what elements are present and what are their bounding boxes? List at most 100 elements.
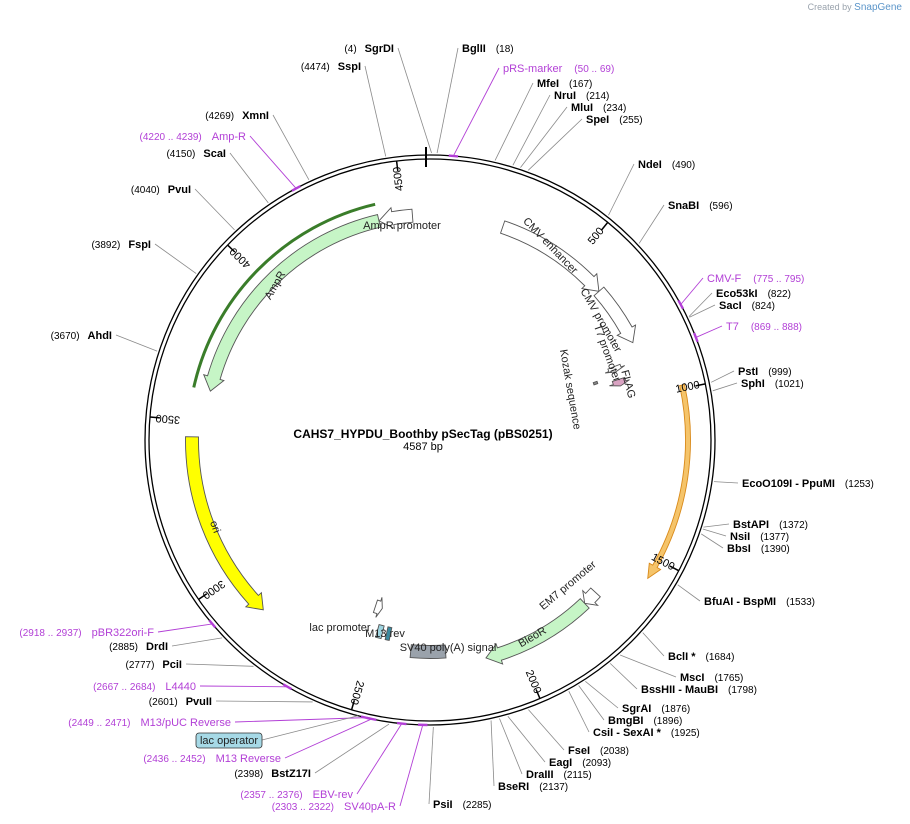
site-name[interactable]: SgrAI xyxy=(622,703,651,715)
restriction-site[interactable]: EcoO109I - PpuMI(1253) xyxy=(742,478,874,490)
feature-shape[interactable] xyxy=(384,626,393,641)
site-name[interactable]: SspI xyxy=(338,61,361,73)
restriction-site[interactable]: NsiI(1377) xyxy=(730,531,789,543)
site-name[interactable]: EagI xyxy=(549,757,572,769)
primer-name[interactable]: M13 Reverse xyxy=(216,753,281,765)
restriction-site[interactable]: PstI(999) xyxy=(738,366,792,378)
restriction-site[interactable]: PsiI(2285) xyxy=(433,799,491,811)
restriction-site[interactable]: DraIII(2115) xyxy=(526,769,592,781)
restriction-site[interactable]: BglII(18) xyxy=(462,43,514,55)
restriction-site[interactable]: BstAPI(1372) xyxy=(733,519,808,531)
site-name[interactable]: PvuI xyxy=(168,184,191,196)
feature-shape[interactable] xyxy=(485,598,590,665)
site-name[interactable]: PvuII xyxy=(186,696,212,708)
site-name[interactable]: MscI xyxy=(680,672,704,684)
restriction-site[interactable]: XmnI(4269) xyxy=(205,110,269,122)
restriction-site[interactable]: FseI(2038) xyxy=(568,745,629,757)
primer[interactable]: M13 Reverse(2436 .. 2452) xyxy=(143,753,281,765)
site-name[interactable]: PstI xyxy=(738,366,758,378)
feature-shape[interactable] xyxy=(202,213,381,392)
feature-m13-rev[interactable] xyxy=(384,626,393,641)
primer-name[interactable]: CMV-F xyxy=(707,273,742,285)
site-name[interactable]: DrdI xyxy=(146,641,168,653)
feature-shape[interactable] xyxy=(609,376,630,387)
restriction-site[interactable]: AhdI(3670) xyxy=(51,330,112,342)
restriction-site[interactable]: SgrDI(4) xyxy=(344,43,394,55)
restriction-site[interactable]: PvuI(4040) xyxy=(131,184,191,196)
site-name[interactable]: XmnI xyxy=(242,110,269,122)
restriction-site[interactable]: NruI(214) xyxy=(554,90,609,102)
primer-name[interactable]: SV40pA-R xyxy=(344,801,396,813)
restriction-site[interactable]: MluI(234) xyxy=(571,102,626,114)
restriction-site[interactable]: BssHII - MauBI(1798) xyxy=(641,684,757,696)
site-name[interactable]: MluI xyxy=(571,102,593,114)
restriction-site[interactable]: BmgBI(1896) xyxy=(608,715,682,727)
feature-sv40-poly-a-signal[interactable] xyxy=(409,644,447,659)
restriction-site[interactable]: SnaBI(596) xyxy=(668,200,733,212)
feature-em7-promoter[interactable] xyxy=(582,587,601,607)
site-name[interactable]: MfeI xyxy=(537,78,559,90)
primer-name[interactable]: EBV-rev xyxy=(313,789,354,801)
restriction-site[interactable]: FspI(3892) xyxy=(91,239,151,251)
restriction-site[interactable]: PciI(2777) xyxy=(126,659,182,671)
site-name[interactable]: ScaI xyxy=(203,148,226,160)
restriction-site[interactable]: BfuAI - BspMI(1533) xyxy=(704,596,815,608)
primer-name[interactable]: Amp-R xyxy=(212,131,246,143)
primer[interactable]: CMV-F(775 .. 795) xyxy=(707,273,804,285)
site-name[interactable]: SpeI xyxy=(586,114,609,126)
feature-bleor[interactable] xyxy=(485,598,590,665)
feature-shape[interactable] xyxy=(375,624,385,640)
primer[interactable]: pBR322ori-F(2918 .. 2937) xyxy=(19,627,154,639)
primer[interactable]: M13/pUC Reverse(2449 .. 2471) xyxy=(68,717,231,729)
restriction-site[interactable]: ScaI(4150) xyxy=(166,148,226,160)
feature-lac-promoter[interactable] xyxy=(372,597,383,618)
primer-name[interactable]: T7 xyxy=(726,321,739,333)
restriction-site[interactable]: DrdI(2885) xyxy=(109,641,168,653)
restriction-site[interactable]: BstZ17I(2398) xyxy=(234,768,311,780)
site-name[interactable]: SnaBI xyxy=(668,200,699,212)
restriction-site[interactable]: MfeI(167) xyxy=(537,78,592,90)
site-name[interactable]: BbsI xyxy=(727,543,751,555)
feature-flag[interactable] xyxy=(609,376,630,387)
primer-name[interactable]: pBR322ori-F xyxy=(92,627,155,639)
site-name[interactable]: FseI xyxy=(568,745,590,757)
primer[interactable]: T7(869 .. 888) xyxy=(726,321,802,333)
primer-name[interactable]: L4440 xyxy=(165,681,196,693)
site-name[interactable]: PsiI xyxy=(433,799,453,811)
site-name[interactable]: NruI xyxy=(554,90,576,102)
feature-shape[interactable] xyxy=(604,363,625,374)
feature-shape[interactable] xyxy=(378,206,414,230)
restriction-site[interactable]: BseRI(2137) xyxy=(498,781,568,793)
site-name[interactable]: SgrDI xyxy=(365,43,394,55)
feature-shape[interactable] xyxy=(409,644,447,659)
feature-t7-promoter[interactable] xyxy=(604,363,625,374)
site-name[interactable]: BseRI xyxy=(498,781,529,793)
site-name[interactable]: BfuAI - BspMI xyxy=(704,596,776,608)
primer[interactable]: pRS-marker(50 .. 69) xyxy=(503,63,614,75)
restriction-site[interactable]: SphI(1021) xyxy=(741,378,804,390)
restriction-site[interactable]: PvuII(2601) xyxy=(149,696,212,708)
restriction-site[interactable]: Eco53kI(822) xyxy=(716,288,791,300)
site-name[interactable]: NdeI xyxy=(638,159,662,171)
restriction-site[interactable]: MscI(1765) xyxy=(680,672,743,684)
primer[interactable]: SV40pA-R(2303 .. 2322) xyxy=(272,801,396,813)
feature-shape[interactable] xyxy=(593,286,637,344)
restriction-site[interactable]: BclI *(1684) xyxy=(668,651,734,663)
feature-ori[interactable] xyxy=(185,436,264,611)
site-name[interactable]: Eco53kI xyxy=(716,288,758,300)
feature-shape[interactable] xyxy=(499,220,600,292)
site-name[interactable]: SphI xyxy=(741,378,765,390)
feature-shape[interactable] xyxy=(185,436,264,611)
feature-cmv-enhancer[interactable] xyxy=(499,220,600,292)
primer[interactable]: L4440(2667 .. 2684) xyxy=(93,681,196,693)
site-name[interactable]: BclI * xyxy=(668,651,696,663)
primer[interactable]: Amp-R(4220 .. 4239) xyxy=(140,131,247,143)
site-name[interactable]: BstAPI xyxy=(733,519,769,531)
site-name[interactable]: CsiI - SexAI * xyxy=(593,727,662,739)
feature-kozak-sequence[interactable] xyxy=(592,380,599,386)
restriction-site[interactable]: EagI(2093) xyxy=(549,757,611,769)
site-name[interactable]: DraIII xyxy=(526,769,554,781)
site-name[interactable]: BglII xyxy=(462,43,486,55)
restriction-site[interactable]: NdeI(490) xyxy=(638,159,695,171)
feature-shape[interactable] xyxy=(372,597,383,618)
